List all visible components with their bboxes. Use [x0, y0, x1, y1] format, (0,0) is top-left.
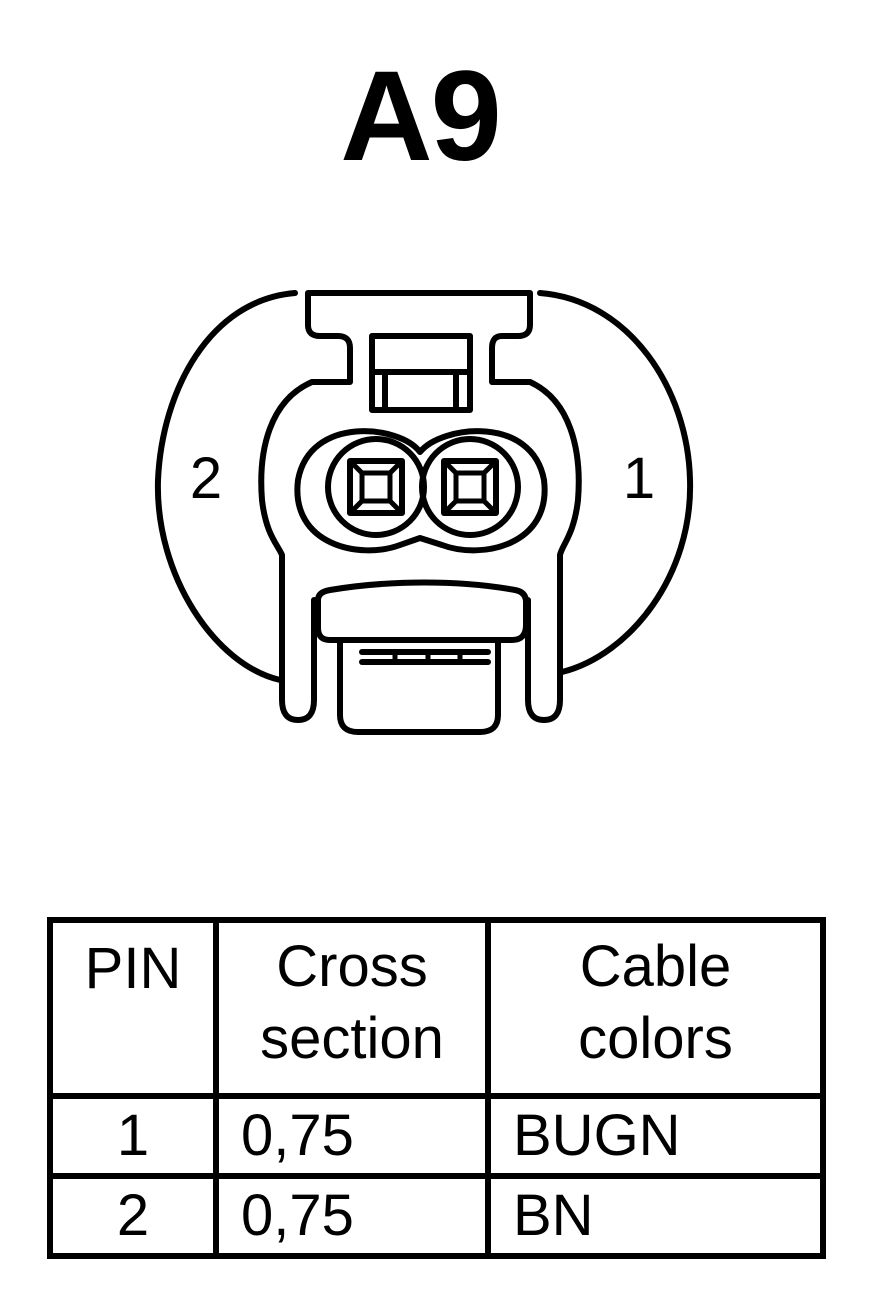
header-cable-colors: Cable colors: [485, 917, 826, 1099]
cell-cross-section: 0,75: [213, 1173, 491, 1259]
table-row: 2 0,75 BN: [47, 1173, 826, 1259]
pin-1-square: [441, 458, 499, 516]
pin-chamber: [294, 428, 548, 554]
pin-label-left: 2: [190, 446, 222, 511]
connector-cavity: [258, 379, 582, 723]
connector-housing-outline: [154, 290, 694, 683]
connector-bottom-rib: [337, 637, 501, 735]
pin-2-square: [347, 458, 405, 516]
connector-key: [315, 579, 529, 643]
pin-2-circle: [325, 436, 427, 538]
cell-cable-color: BN: [485, 1173, 826, 1259]
cell-pin: 1: [47, 1093, 219, 1179]
pin-assignment-table: PIN Cross section Cable colors 1 0,75 BU…: [47, 917, 826, 1259]
connector-latch: [305, 290, 533, 385]
table-header-row: PIN Cross section Cable colors: [47, 917, 826, 1099]
cell-cable-color: BUGN: [485, 1093, 826, 1179]
header-cross-section: Cross section: [213, 917, 491, 1099]
connector-diagram: 2 1: [154, 290, 694, 735]
cell-pin: 2: [47, 1173, 219, 1259]
pin-1-circle: [419, 436, 521, 538]
table-row: 1 0,75 BUGN: [47, 1093, 826, 1179]
header-pin: PIN: [47, 917, 219, 1099]
connector-title: A9: [340, 45, 502, 188]
cell-cross-section: 0,75: [213, 1093, 491, 1179]
pin-label-right: 1: [623, 446, 655, 511]
